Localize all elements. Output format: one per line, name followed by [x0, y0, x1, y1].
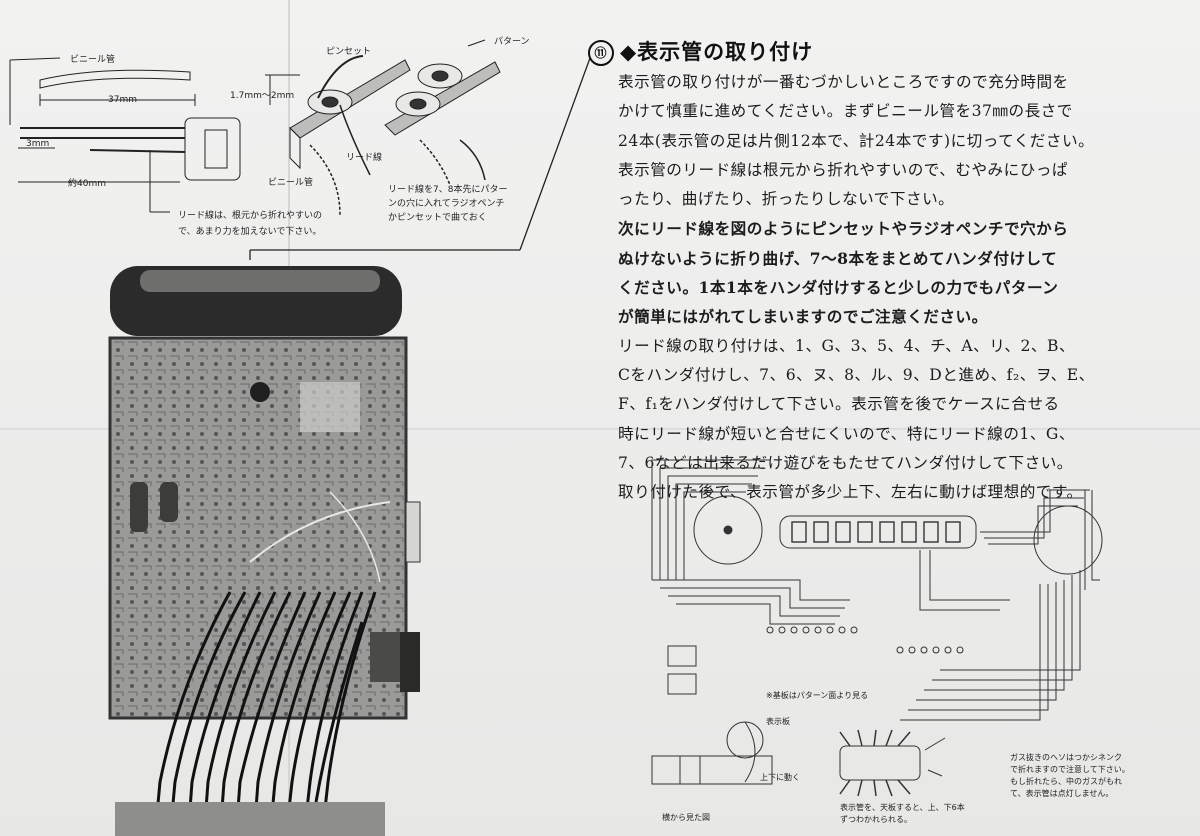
lead-assembly-diagram: [9, 39, 591, 260]
paragraph-line: かけて慎重に進めてください。まずビニール管を37㎜の長さで: [618, 102, 1073, 121]
note-lead-line-2: で、あまり力を加えないで下さい。: [178, 227, 322, 237]
caption-tube-split-2: ずつわかれられる。: [840, 815, 912, 824]
note-gas-3: もし折れたら、中のガスがもれ: [1010, 777, 1122, 786]
label-gap: 1.7mm〜2mm: [230, 91, 295, 101]
label-pattern: パターン: [494, 37, 530, 47]
paragraph-line: リード線の取り付けは、1、G、3、5、4、チ、A、リ、2、B、: [618, 336, 1076, 355]
paragraph-line: 表示管の取り付けが一番むづかしいところですので充分時間を: [618, 73, 1069, 91]
section-title: ◆表示管の取り付け: [620, 39, 814, 64]
note-display-board: 表示板: [766, 717, 790, 726]
circuit-board-photo: [108, 266, 421, 836]
paragraph-line: ったり、曲げたり、折ったりしないで下さい。: [618, 190, 955, 209]
paragraph-line: 時にリード線が短いと合せにくいので、特にリード線の1、G、: [618, 424, 1075, 443]
paper-fold-horizontal: [0, 428, 1200, 430]
label-lead-wire: リード線: [346, 153, 383, 163]
instruction-paragraph: 表示管の取り付けが一番むづかしいところですので充分時間をかけて慎重に進めてくださ…: [618, 68, 1184, 507]
paragraph-line: 7、6などは出来るだけ遊びをもたせてハンダ付けして下さい。: [618, 453, 1073, 472]
caption-side-view: 横から見た図: [662, 813, 710, 822]
note-gas-2: で折れますので注意して下さい。: [1010, 765, 1130, 774]
note-bend-line-1: リード線を7、8本先にパター: [388, 185, 508, 195]
paragraph-line: ください。1本1本をハンダ付けすると少しの力でもパターン: [618, 278, 1059, 298]
label-tweezers: ピンセット: [326, 47, 372, 57]
note-up-down: 上下に動く: [760, 773, 800, 782]
section-number: ⑪: [588, 40, 614, 66]
paragraph-line: 24本(表示管の足は片側12本で、計24本です)に切ってください。: [618, 131, 1095, 150]
note-lead-line-1: リード線は、根元から折れやすいの: [178, 211, 323, 221]
label-vinyl-tube-2: ビニール管: [268, 178, 314, 188]
note-gas-4: て、表示管は点灯しません。: [1010, 789, 1114, 798]
label-length-3: 3mm: [26, 139, 50, 149]
note-gas-1: ガス抜きのヘソはつかシネンク: [1010, 753, 1122, 762]
note-bend-line-3: かピンセットで曲ておく: [388, 213, 487, 223]
paragraph-line: Cをハンダ付けし、7、6、ヌ、8、ル、9、Dと進め、f₂、ヲ、E、: [618, 365, 1095, 384]
wiring-diagram: [651, 459, 1103, 797]
paragraph-line: F、f₁をハンダ付けして下さい。表示管を後でケースに合せる: [618, 395, 1060, 414]
label-length-40: 約40mm: [68, 179, 106, 189]
paragraph-line: 次にリード線を図のようにピンセットやラジオペンチで穴から: [618, 219, 1069, 239]
label-vinyl-tube: ビニール管: [70, 55, 116, 65]
note-pattern-side: ※基板はパターン面より見る: [766, 691, 869, 700]
caption-tube-split-1: 表示管を、天板すると、上、下6本: [840, 803, 965, 812]
note-bend-line-2: ンの穴に入れてラジオペンチ: [388, 199, 505, 209]
paragraph-line: 表示管のリード線は根元から折れやすいので、むやみにひっぱ: [618, 160, 1069, 179]
paragraph-line: ぬけないように折り曲げ、7〜8本をまとめてハンダ付けして: [618, 248, 1058, 268]
label-length-37: 37mm: [108, 95, 137, 105]
section-heading: ⑪◆表示管の取り付け: [588, 36, 813, 66]
paragraph-line: が簡単にはがれてしまいますのでご注意ください。: [618, 307, 988, 327]
